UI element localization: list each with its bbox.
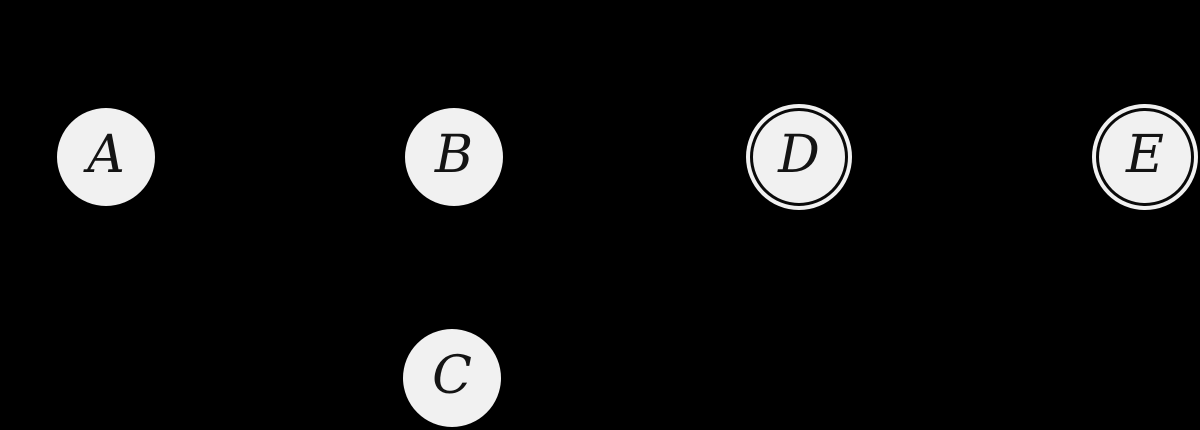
state-label-c: C (432, 346, 472, 406)
state-node-e: E (1092, 104, 1198, 210)
state-node-b: B (405, 108, 503, 206)
state-label-e: E (1126, 125, 1164, 185)
state-node-c: C (403, 329, 501, 427)
state-label-a: A (87, 125, 125, 185)
state-node-a: A (57, 108, 155, 206)
state-node-d: D (746, 104, 852, 210)
state-label-d: D (778, 125, 820, 185)
state-label-b: B (434, 125, 474, 185)
